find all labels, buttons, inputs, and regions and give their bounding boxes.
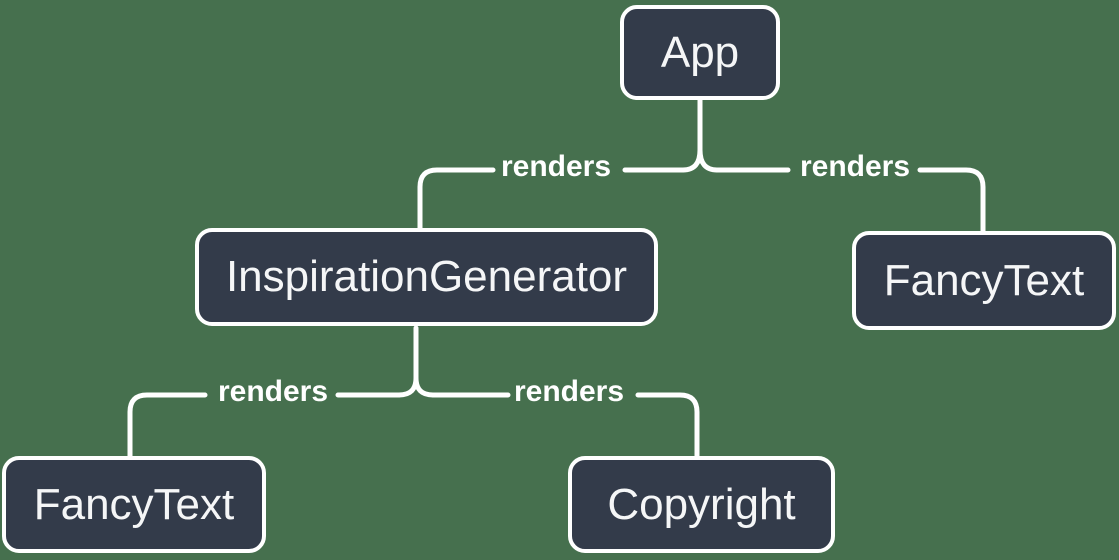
node-fancy-text-left-label: FancyText [33, 479, 235, 529]
node-fancy-text-right-label: FancyText [883, 255, 1085, 305]
node-inspiration-generator-label: InspirationGenerator [225, 252, 628, 301]
connector-inspiration-generator-to-fancy-text [127, 392, 402, 459]
edge-label-inspiration-generator-to-copyright: renders [513, 375, 625, 408]
node-fancy-text-right: FancyText [852, 231, 1116, 330]
node-fancy-text-left: FancyText [2, 456, 266, 553]
node-copyright-label: Copyright [607, 479, 796, 529]
edge-label-app-to-inspiration-generator: renders [500, 150, 612, 183]
node-app-label: App [660, 27, 740, 77]
edge-label-app-to-fancy-text: renders [799, 150, 911, 183]
connector-inspiration-generator-to-copyright [430, 392, 700, 459]
connector-app-fork [680, 97, 720, 173]
edge-label-inspiration-generator-to-fancy-text: renders [217, 375, 329, 408]
node-app: App [620, 5, 780, 100]
node-inspiration-generator: InspirationGenerator [195, 228, 658, 326]
connector-app-to-inspiration-generator [417, 167, 686, 231]
connector-app-to-fancy-text [714, 167, 986, 234]
connector-inspiration-generator-fork [396, 325, 436, 398]
node-copyright: Copyright [568, 456, 835, 553]
